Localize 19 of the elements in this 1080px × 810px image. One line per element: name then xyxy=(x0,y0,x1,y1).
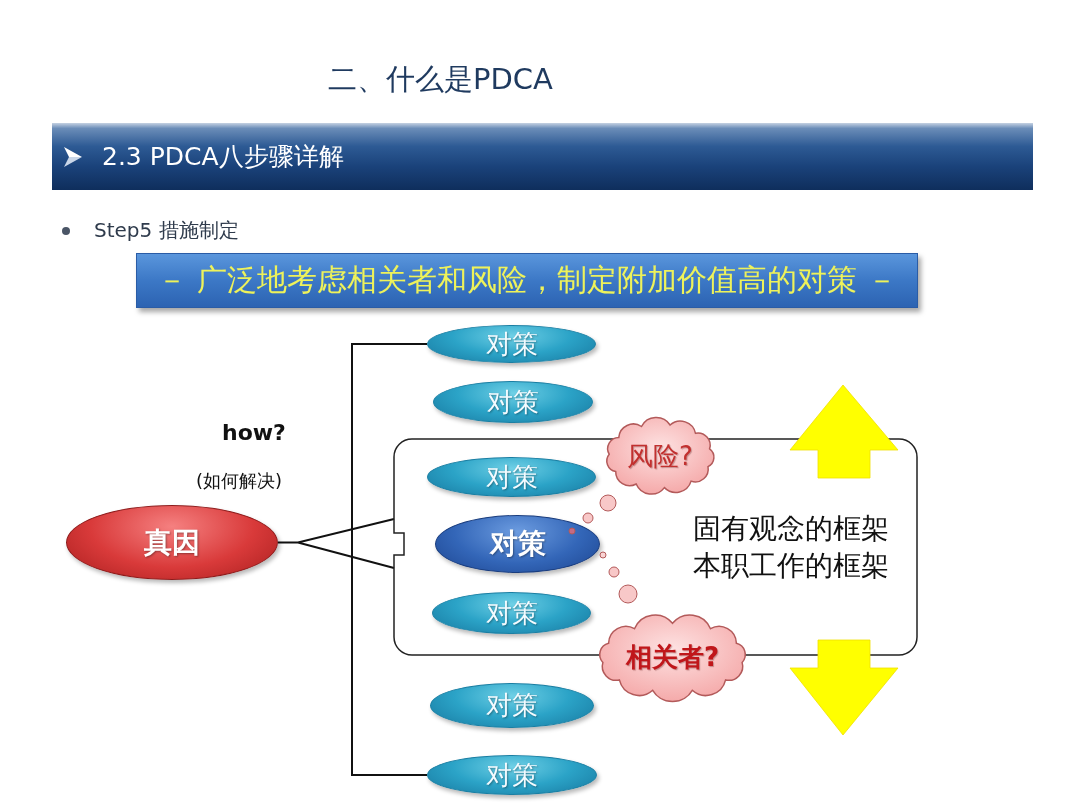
frame-text: 本职工作的框架 xyxy=(693,549,889,583)
oval-node: 对策 xyxy=(427,457,596,497)
section-banner xyxy=(52,123,1033,190)
subtitle-banner: － 广泛地考虑相关者和风险，制定附加价值高的对策 － xyxy=(136,253,918,308)
question-text: how? xyxy=(222,419,286,447)
oval-node: 对策 xyxy=(427,755,597,795)
oval-node: 真因 xyxy=(66,505,278,580)
bracket-connector xyxy=(351,343,428,776)
oval-node: 对策 xyxy=(430,683,594,728)
oval-node: 对策 xyxy=(427,325,596,363)
page-title: 二、什么是PDCA xyxy=(328,61,553,98)
annotation-text: (如何解决) xyxy=(196,469,283,493)
section-heading: 2.3 PDCA八步骤详解 xyxy=(102,141,344,173)
callout-wedge xyxy=(277,518,395,569)
oval-node: 对策 xyxy=(435,515,600,573)
bullet-text: Step5 措施制定 xyxy=(94,217,239,243)
oval-node: 对策 xyxy=(432,592,591,634)
frame-text: 固有观念的框架 xyxy=(693,512,889,546)
oval-node: 对策 xyxy=(433,381,593,423)
